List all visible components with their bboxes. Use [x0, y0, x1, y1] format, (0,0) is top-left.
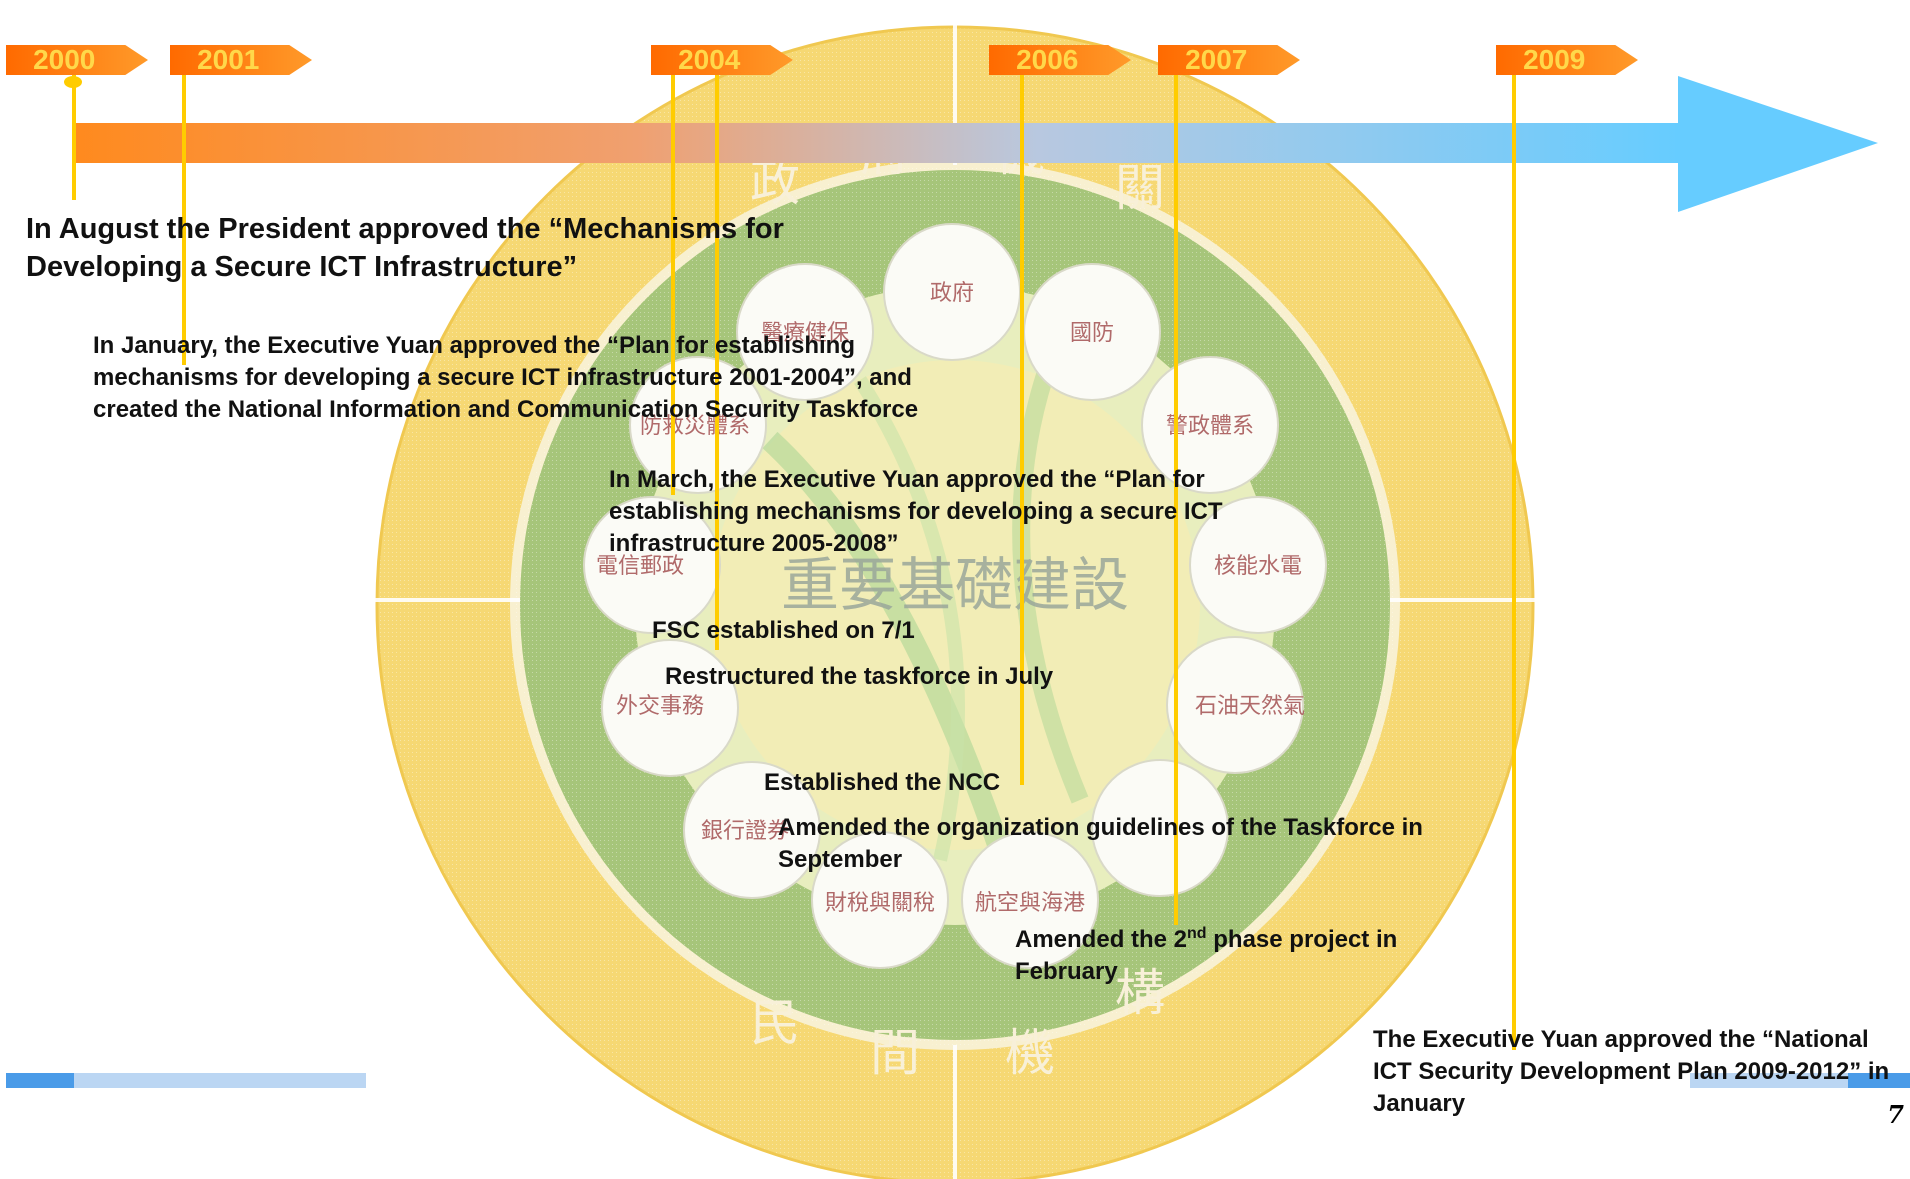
sector-circle — [736, 263, 874, 401]
event-2007-text-end: phase project in February — [1015, 926, 1398, 985]
year-tag-2007: 2007 — [1158, 45, 1300, 75]
year-tag-2004: 2004 — [651, 45, 793, 75]
connector-line — [72, 75, 76, 200]
sector-label-nuclear: 核能水電 — [1214, 554, 1302, 579]
sector-labels: 政府 國防 警政體系 核能水電 石油天然氣 銀行證券 財稅與關稅 航空與海港 外… — [596, 281, 1305, 916]
sector-label-defense: 國防 — [1070, 321, 1114, 346]
sector-circle — [961, 831, 1099, 969]
sector-circle — [811, 831, 949, 969]
sector-label-disaster: 防救災體系 — [640, 414, 750, 439]
svg-text:間: 間 — [870, 1024, 920, 1082]
event-2006-ncc: Established the NCC — [764, 769, 1001, 796]
svg-text:關: 關 — [1115, 159, 1165, 217]
sector-label-foreign: 外交事務 — [616, 694, 704, 719]
svg-text:機: 機 — [1005, 1024, 1055, 1082]
year-tag-2006: 2006 — [989, 45, 1131, 75]
center-title: 重要基礎建設 — [781, 551, 1129, 619]
sector-label-police: 警政體系 — [1166, 414, 1254, 439]
sector-label-medical: 醫療健保 — [761, 321, 849, 346]
svg-text:民: 民 — [750, 994, 800, 1052]
connector-line — [715, 75, 719, 650]
sector-circle — [629, 356, 767, 494]
sector-label-gov: 政府 — [930, 281, 974, 306]
year-label: 2000 — [33, 44, 96, 75]
sector-label-oil: 石油天然氣 — [1195, 694, 1305, 719]
timeline-arrow — [75, 76, 1878, 212]
sector-label-bank: 銀行證券 — [701, 819, 789, 844]
event-2007-text: Amended the 2 — [1015, 926, 1188, 953]
svg-text:政: 政 — [750, 154, 800, 212]
year-tag-2000: 2000 — [6, 45, 148, 75]
year-label: 2001 — [197, 44, 260, 75]
event-2004-fsc: FSC established on 7/1 — [652, 617, 915, 644]
timeline-marker — [64, 76, 82, 88]
year-tag-2009: 2009 — [1496, 45, 1638, 75]
sector-circle — [1023, 263, 1161, 401]
sector-circle — [601, 639, 739, 777]
event-2000: In August the President approved the “Me… — [26, 213, 784, 283]
sector-circle — [1091, 759, 1229, 897]
year-tag-2001: 2001 — [170, 45, 312, 75]
sector-circle — [583, 496, 721, 634]
page-number: 7 — [1887, 1100, 1904, 1129]
connector-line — [1174, 75, 1178, 925]
sector-circles — [583, 223, 1327, 969]
event-2004-march: In March, the Executive Yuan approved th… — [609, 466, 1223, 557]
sector-circle — [683, 761, 821, 899]
event-2001: In January, the Executive Yuan approved … — [93, 332, 919, 423]
year-label: 2007 — [1185, 44, 1248, 75]
event-2007-ordinal: nd — [1187, 925, 1207, 942]
connector-line — [671, 75, 675, 495]
footer-bar — [6, 1073, 1910, 1088]
connector-line — [182, 75, 186, 365]
ring-bottom-label: 民 間 機 構 — [750, 964, 1165, 1082]
sector-circle — [1166, 636, 1304, 774]
year-label: 2004 — [678, 44, 741, 75]
sector-label-tax: 財稅與關稅 — [825, 891, 935, 916]
sector-circle — [1189, 496, 1327, 634]
event-2006-amend: Amended the organization guidelines of t… — [778, 814, 1423, 873]
sector-label-telecom: 電信郵政 — [596, 554, 684, 579]
connector-line — [1020, 75, 1024, 785]
sector-label-aviation: 航空與海港 — [975, 891, 1085, 916]
event-2004-restructure: Restructured the taskforce in July — [665, 663, 1054, 690]
event-2009: The Executive Yuan approved the “Nationa… — [1373, 1026, 1890, 1117]
connector-line — [1512, 75, 1516, 1050]
year-label: 2006 — [1016, 44, 1079, 75]
event-2007: Amended the 2nd phase project in Februar… — [1015, 918, 1465, 988]
year-label: 2009 — [1523, 44, 1586, 75]
svg-text:構: 構 — [1115, 964, 1165, 1022]
